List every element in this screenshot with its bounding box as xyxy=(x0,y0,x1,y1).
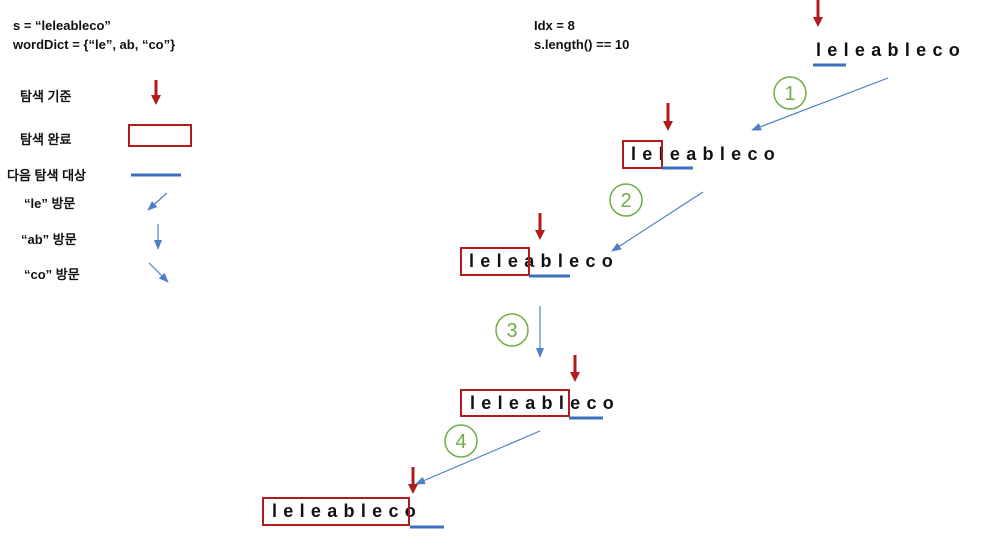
transition-arrow-1 xyxy=(751,77,889,131)
legend-pointer-label: 탐색 기준 xyxy=(20,89,72,104)
step-circle-3 xyxy=(495,313,529,347)
legend-visit-co-label: “co” 방문 xyxy=(24,267,80,282)
transition-arrow-4 xyxy=(415,430,541,485)
idx-value: Idx = 8 xyxy=(534,18,575,33)
sequence-step-2: leleableco xyxy=(469,251,620,271)
legend-done-label: 탐색 완료 xyxy=(20,132,72,147)
sequence-step-0: leleableco xyxy=(816,40,967,60)
step-circle-2 xyxy=(609,183,643,217)
legend-next-label: 다음 탐색 대상 xyxy=(7,168,86,183)
step-number-4: 4 xyxy=(455,431,466,453)
legend-done-box-icon xyxy=(128,124,192,147)
step-number-2: 2 xyxy=(620,190,631,212)
transition-arrow-2 xyxy=(611,191,704,252)
sequence-step-3: leleableco xyxy=(470,393,621,413)
done-box-step-4 xyxy=(262,497,410,526)
step-circle-1 xyxy=(773,76,807,110)
step-circle-4 xyxy=(444,424,478,458)
sequence-step-4: leleableco xyxy=(272,501,423,521)
done-box-step-2 xyxy=(460,247,530,276)
legend-visit-le-label: “le” 방문 xyxy=(24,196,76,211)
legend-visit-ab-label: “ab” 방문 xyxy=(21,232,77,247)
word-dict-definition: wordDict = {“le”, ab, “co”} xyxy=(13,37,176,52)
legend-visit-le-arrow-icon xyxy=(147,192,168,211)
step-number-1: 1 xyxy=(784,83,795,105)
length-condition: s.length() == 10 xyxy=(534,37,630,52)
done-box-step-3 xyxy=(460,389,570,417)
sequence-step-1: leleableco xyxy=(631,144,782,164)
legend-visit-co-arrow-icon xyxy=(148,262,169,283)
done-box-step-1 xyxy=(622,140,663,169)
s-definition: s = “leleableco” xyxy=(13,18,111,33)
step-number-3: 3 xyxy=(506,320,517,342)
